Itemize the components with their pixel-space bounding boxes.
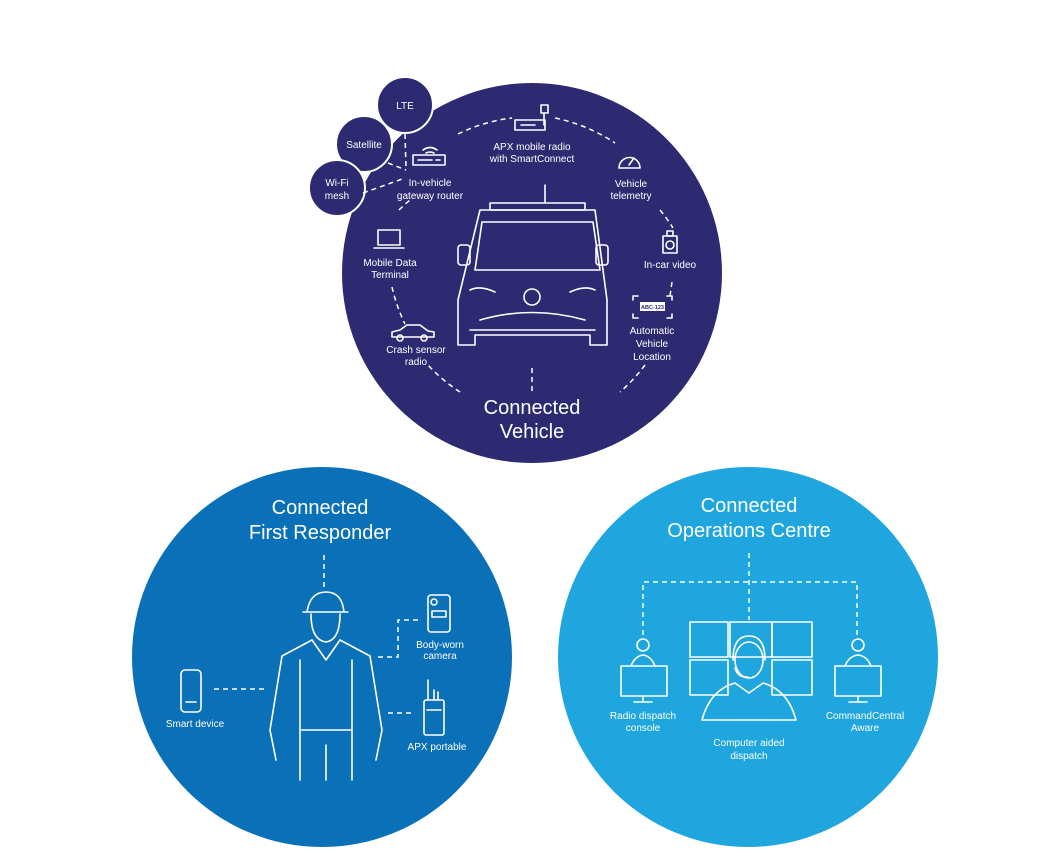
- operations-title-2: Operations Centre: [667, 520, 830, 542]
- telemetry-label-2: telemetry: [610, 191, 651, 202]
- network-links: [362, 133, 407, 194]
- router-label-2: gateway router: [397, 191, 464, 202]
- connected-first-responder-section: Connected First Responder Body-worn came…: [132, 467, 512, 847]
- radio-console-label-2: console: [626, 723, 661, 734]
- plate-text: ABC-123: [641, 305, 664, 311]
- lte-bubble: [376, 76, 434, 134]
- speedometer-icon: [618, 156, 641, 169]
- operations-links: [642, 553, 858, 635]
- responder-circle: [132, 467, 512, 847]
- crash-label-1: Crash sensor: [386, 345, 446, 356]
- vehicle-circle: [342, 83, 722, 463]
- router-label-1: In-vehicle: [409, 178, 452, 189]
- vehicle-title-2: Vehicle: [500, 421, 565, 443]
- camera-label-2: camera: [423, 651, 457, 662]
- smart-device-label: Smart device: [166, 719, 225, 730]
- wifi-mesh-bubble: [308, 159, 366, 217]
- avl-label-1: Automatic: [630, 326, 674, 337]
- crash-label-2: radio: [405, 357, 428, 368]
- smart-device-icon: [180, 669, 202, 713]
- lte-label: LTE: [396, 101, 414, 112]
- responder-title-1: Connected: [272, 497, 369, 519]
- avl-label-2: Vehicle: [636, 339, 669, 350]
- mesh-label: mesh: [325, 191, 349, 202]
- camera-label-1: Body-worn: [416, 640, 464, 651]
- vehicle-title-1: Connected: [484, 397, 581, 419]
- satellite-bubble: [335, 115, 393, 173]
- commandcentral-label-1: CommandCentral: [826, 711, 904, 722]
- router-icon: [412, 146, 446, 166]
- apx-mobile-label-2: with SmartConnect: [489, 154, 575, 165]
- avl-label-3: Location: [633, 352, 671, 363]
- apx-portable-label: APX portable: [408, 742, 467, 753]
- cad-label-2: dispatch: [730, 751, 767, 762]
- license-plate-icon: ABC-123: [632, 295, 673, 319]
- apx-mobile-label-1: APX mobile radio: [493, 142, 571, 153]
- laptop-icon: [373, 229, 405, 249]
- commandcentral-icon: [834, 638, 882, 703]
- mdt-label-1: Mobile Data: [363, 258, 417, 269]
- portable-radio-icon: [423, 679, 445, 736]
- body-camera-icon: [427, 594, 451, 633]
- responder-title-2: First Responder: [249, 522, 392, 544]
- camera-icon: [662, 230, 678, 254]
- telemetry-label-1: Vehicle: [615, 179, 648, 190]
- connected-operations-centre-section: Connected Operations Centre Radio dispat…: [558, 467, 938, 847]
- car-icon: [391, 324, 435, 342]
- radio-console-label-1: Radio dispatch: [610, 711, 676, 722]
- mobile-radio-icon: [514, 104, 549, 131]
- commandcentral-label-2: Aware: [851, 723, 880, 734]
- mdt-label-2: Terminal: [371, 270, 409, 281]
- satellite-label: Satellite: [346, 140, 382, 151]
- radio-console-icon: [620, 638, 668, 703]
- video-label: In-car video: [644, 260, 697, 271]
- connected-vehicle-section: LTE Satellite Wi-Fi mesh In-vehicle gate…: [308, 76, 722, 463]
- dispatch-wall-icon: [689, 621, 813, 721]
- cad-label-1: Computer aided: [713, 738, 784, 749]
- first-responder-figure-icon: [269, 591, 383, 781]
- van-icon: [457, 184, 609, 346]
- operations-title-1: Connected: [701, 495, 798, 517]
- wifi-label: Wi-Fi: [325, 178, 348, 189]
- ring-links: [391, 117, 674, 393]
